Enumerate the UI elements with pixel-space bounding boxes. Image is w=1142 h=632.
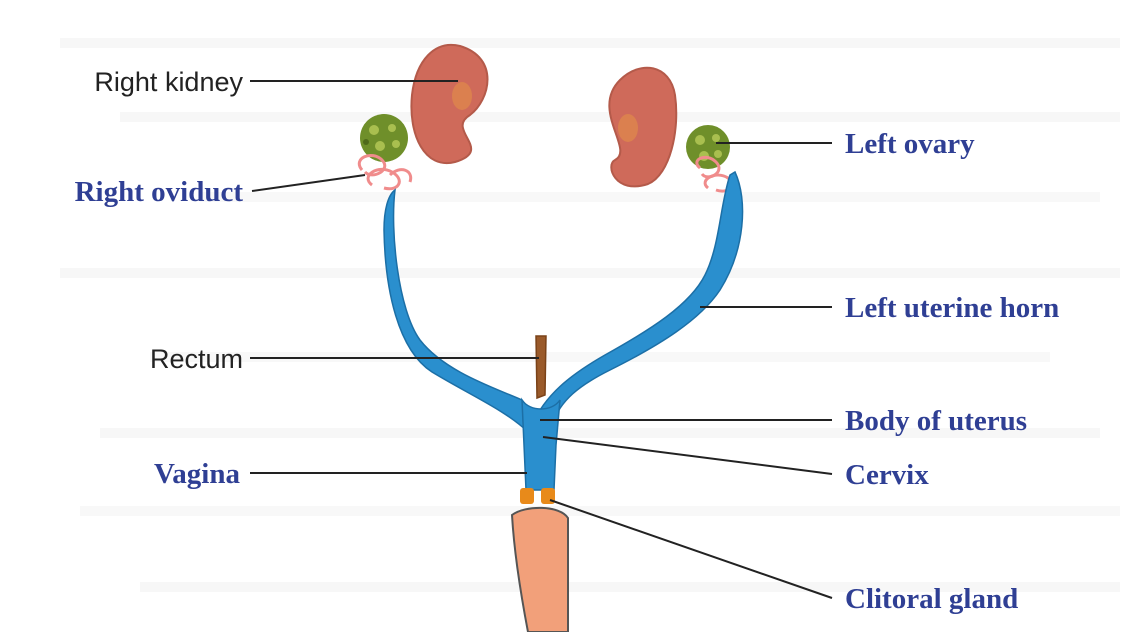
label-vagina: Vagina [154, 458, 240, 490]
uterus-shape [384, 172, 743, 490]
uterine-body-shape [522, 400, 560, 490]
label-cervix: Cervix [845, 459, 929, 491]
left-ovary-shape [686, 125, 730, 169]
left-kidney-shape [609, 68, 676, 187]
label-body-of-uterus: Body of uterus [845, 405, 1027, 437]
label-right-kidney: Right kidney [94, 67, 243, 97]
vaginal-canal-shape [512, 508, 568, 632]
label-rectum: Rectum [150, 344, 243, 374]
right-kidney-shape [411, 45, 487, 163]
leader-right-oviduct [252, 175, 365, 191]
label-left-uterine-horn: Left uterine horn [845, 292, 1059, 324]
right-uterine-horn-shape [384, 190, 545, 432]
label-clitoral-gland: Clitoral gland [845, 583, 1018, 615]
left-uterine-horn-shape [532, 172, 743, 425]
leader-cervix [543, 437, 832, 474]
label-right-oviduct: Right oviduct [75, 176, 244, 208]
label-left-ovary: Left ovary [845, 128, 975, 160]
body-outline-left [156, 15, 398, 581]
left-foot-digits [150, 568, 205, 583]
rectum-shape [536, 336, 546, 398]
